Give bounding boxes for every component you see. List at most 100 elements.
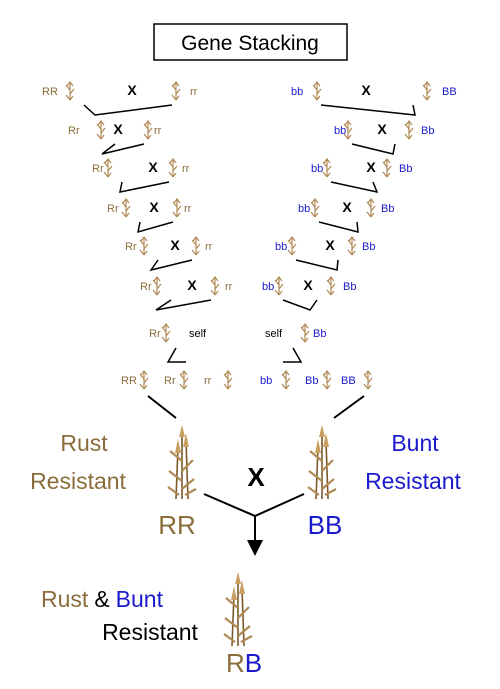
wheat-plant-icon — [347, 236, 357, 256]
wheat-plant-icon — [121, 198, 131, 218]
wheat-plant-icon — [171, 81, 181, 101]
rust-cross-symbol: X — [170, 237, 180, 253]
wheat-plant-icon — [210, 276, 220, 296]
bunt-offspring-genotype: BB — [341, 375, 356, 387]
wheat-plant-icon — [281, 370, 291, 390]
bunt-cross-line — [295, 259, 339, 271]
rust-cross-line — [137, 221, 174, 234]
wheat-plant-icon — [139, 236, 149, 256]
wheat-plant-icon — [404, 120, 414, 140]
wheat-plant-icon — [166, 423, 198, 501]
wheat-plant-icon — [366, 198, 376, 218]
rust-cross-symbol: X — [127, 82, 137, 98]
bunt-recurrent-genotype: bb — [311, 163, 323, 175]
rust-parent-genotype: Rr — [125, 241, 137, 253]
wheat-plant-icon — [161, 323, 171, 343]
wheat-plant-icon — [191, 236, 201, 256]
rust-parent-genotype: RR — [42, 86, 58, 98]
rust-self-label: self — [189, 328, 207, 340]
rust-cross-line — [119, 181, 170, 193]
rust-offspring-genotype: rr — [204, 375, 212, 387]
final-genotype-r: R — [226, 648, 245, 678]
bunt-parent-genotype: Bb — [381, 203, 394, 215]
rust-recurrent-genotype: rr — [225, 281, 233, 293]
bunt-cross-line — [330, 181, 379, 194]
rust-genotype-rr: RR — [158, 510, 196, 540]
wheat-plant-icon — [103, 158, 113, 178]
bunt-cross-line — [320, 104, 416, 116]
wheat-plant-icon — [312, 81, 322, 101]
wheat-plant-icon — [322, 370, 332, 390]
rust-parent-genotype: Rr — [140, 281, 152, 293]
wheat-plant-icon — [422, 81, 432, 101]
rust-cross-line — [155, 299, 212, 311]
bunt-resistant-line1: Bunt — [391, 430, 439, 456]
page-title: Gene Stacking — [181, 32, 319, 55]
wheat-plant-icon — [306, 423, 338, 501]
bunt-genotype-bb: BB — [308, 510, 343, 540]
rust-recurrent-genotype: rr — [184, 203, 192, 215]
final-title-line1: Rust&Bunt — [41, 586, 164, 612]
bunt-cross-symbol: X — [377, 121, 387, 137]
arrow-down-icon — [247, 540, 263, 556]
wheat-plant-icon — [179, 370, 189, 390]
bunt-offspring-genotype: bb — [260, 375, 272, 387]
bunt-offspring-genotype: Bb — [305, 375, 318, 387]
rust-resistant-line1: Rust — [60, 430, 108, 456]
rust-recurrent-genotype: rr — [205, 241, 213, 253]
rust-parent-genotype: Rr — [107, 203, 119, 215]
bunt-parent-genotype: BB — [442, 86, 457, 98]
rust-cross-line — [101, 143, 145, 155]
bunt-cross-symbol: X — [361, 82, 371, 98]
final-title-line2: Resistant — [102, 619, 198, 645]
rust-resistant-line2: Resistant — [30, 468, 126, 494]
wheat-plant-icon — [172, 198, 182, 218]
bunt-cross-symbol: X — [303, 277, 313, 293]
bunt-parent-genotype: Bb — [362, 241, 375, 253]
rust-cross-symbol: X — [149, 199, 159, 215]
rust-parent-genotype: Rr — [92, 163, 104, 175]
wheat-plant-icon — [310, 198, 320, 218]
rust-recurrent-genotype: rr — [182, 163, 190, 175]
rust-cross-symbol: X — [148, 159, 158, 175]
wheat-plant-icon — [223, 370, 233, 390]
wheat-plant-icon — [287, 236, 297, 256]
wheat-plant-icon — [222, 570, 254, 648]
bunt-cross-line — [282, 299, 318, 311]
final-genotype-b: B — [245, 648, 262, 678]
wheat-plant-icon — [300, 323, 310, 343]
bunt-self-line — [283, 347, 303, 363]
wheat-plant-icon — [139, 370, 149, 390]
final-word-bunt: Bunt — [116, 586, 164, 612]
rust-cross-line — [83, 104, 173, 116]
wheat-plant-icon — [96, 120, 106, 140]
wheat-plant-icon — [382, 158, 392, 178]
bunt-parent-genotype: Bb — [343, 281, 356, 293]
wheat-plant-icon — [168, 158, 178, 178]
rust-cross-line — [149, 259, 193, 272]
bunt-recurrent-genotype: bb — [334, 125, 346, 137]
bunt-parent-genotype: Bb — [421, 125, 434, 137]
wheat-plant-icon — [326, 276, 336, 296]
bunt-cross-symbol: X — [366, 159, 376, 175]
final-word-rust: Rust — [41, 586, 89, 612]
bunt-recurrent-genotype: bb — [291, 86, 303, 98]
rust-offspring-genotype: Rr — [164, 375, 176, 387]
bunt-recurrent-genotype: bb — [275, 241, 287, 253]
bunt-cross-line — [351, 143, 396, 155]
bunt-parent-genotype: Bb — [399, 163, 412, 175]
final-cross-line — [203, 493, 305, 518]
wheat-plant-icon — [363, 370, 373, 390]
rust-selection-line — [147, 395, 177, 419]
bunt-recurrent-genotype: bb — [298, 203, 310, 215]
rust-recurrent-genotype: rr — [190, 86, 198, 98]
bunt-recurrent-genotype: bb — [262, 281, 274, 293]
wheat-plant-icon — [65, 81, 75, 101]
rust-cross-symbol: X — [113, 121, 123, 137]
rust-parent-genotype: Rr — [68, 125, 80, 137]
title-box — [153, 23, 348, 61]
rust-cross-symbol: X — [187, 277, 197, 293]
final-word-and: & — [94, 586, 109, 612]
